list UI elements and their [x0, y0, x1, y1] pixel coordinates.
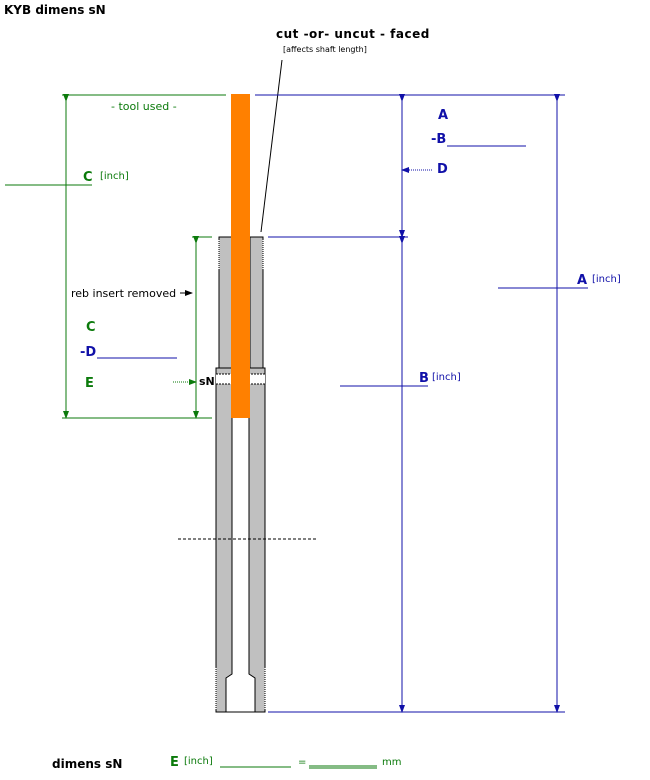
dim-c-unit: [inch] [100, 171, 129, 182]
formula-left-c: C [86, 320, 96, 335]
dim-c-label: C [83, 170, 93, 185]
dim-a-unit: [inch] [592, 274, 621, 285]
reb-insert-label: reb insert removed [71, 287, 177, 300]
green-dimensions [5, 94, 226, 419]
fork-tube [215, 236, 266, 713]
formula-right-minus-b: -B [431, 132, 447, 147]
footer-lines [220, 765, 377, 769]
formula-right-d: D [437, 162, 448, 177]
formula-right-a: A [438, 108, 449, 123]
dim-a-label: A [577, 273, 588, 288]
formula-left-minus-d: -D [80, 345, 97, 360]
cut-subheader: [affects shaft length] [283, 45, 367, 54]
dim-b-label: B [419, 371, 429, 386]
cut-header: cut -or- uncut - faced [276, 27, 430, 41]
blue-dimensions [97, 94, 588, 713]
tool-shaft [231, 94, 250, 418]
formula-left-e: E [85, 376, 94, 391]
sn-label: sN [199, 375, 215, 388]
cut-leader-line [260, 59, 283, 233]
footer-label: dimens sN [52, 757, 123, 771]
footer-dim-e: E [170, 755, 179, 770]
page-title: KYB dimens sN [4, 3, 106, 17]
dim-b-unit: [inch] [432, 372, 461, 383]
footer-unit: [inch] [184, 756, 213, 767]
footer-mm: mm [382, 757, 402, 768]
footer-equals: = [298, 757, 307, 768]
tool-used-label: - tool used - [111, 100, 177, 113]
